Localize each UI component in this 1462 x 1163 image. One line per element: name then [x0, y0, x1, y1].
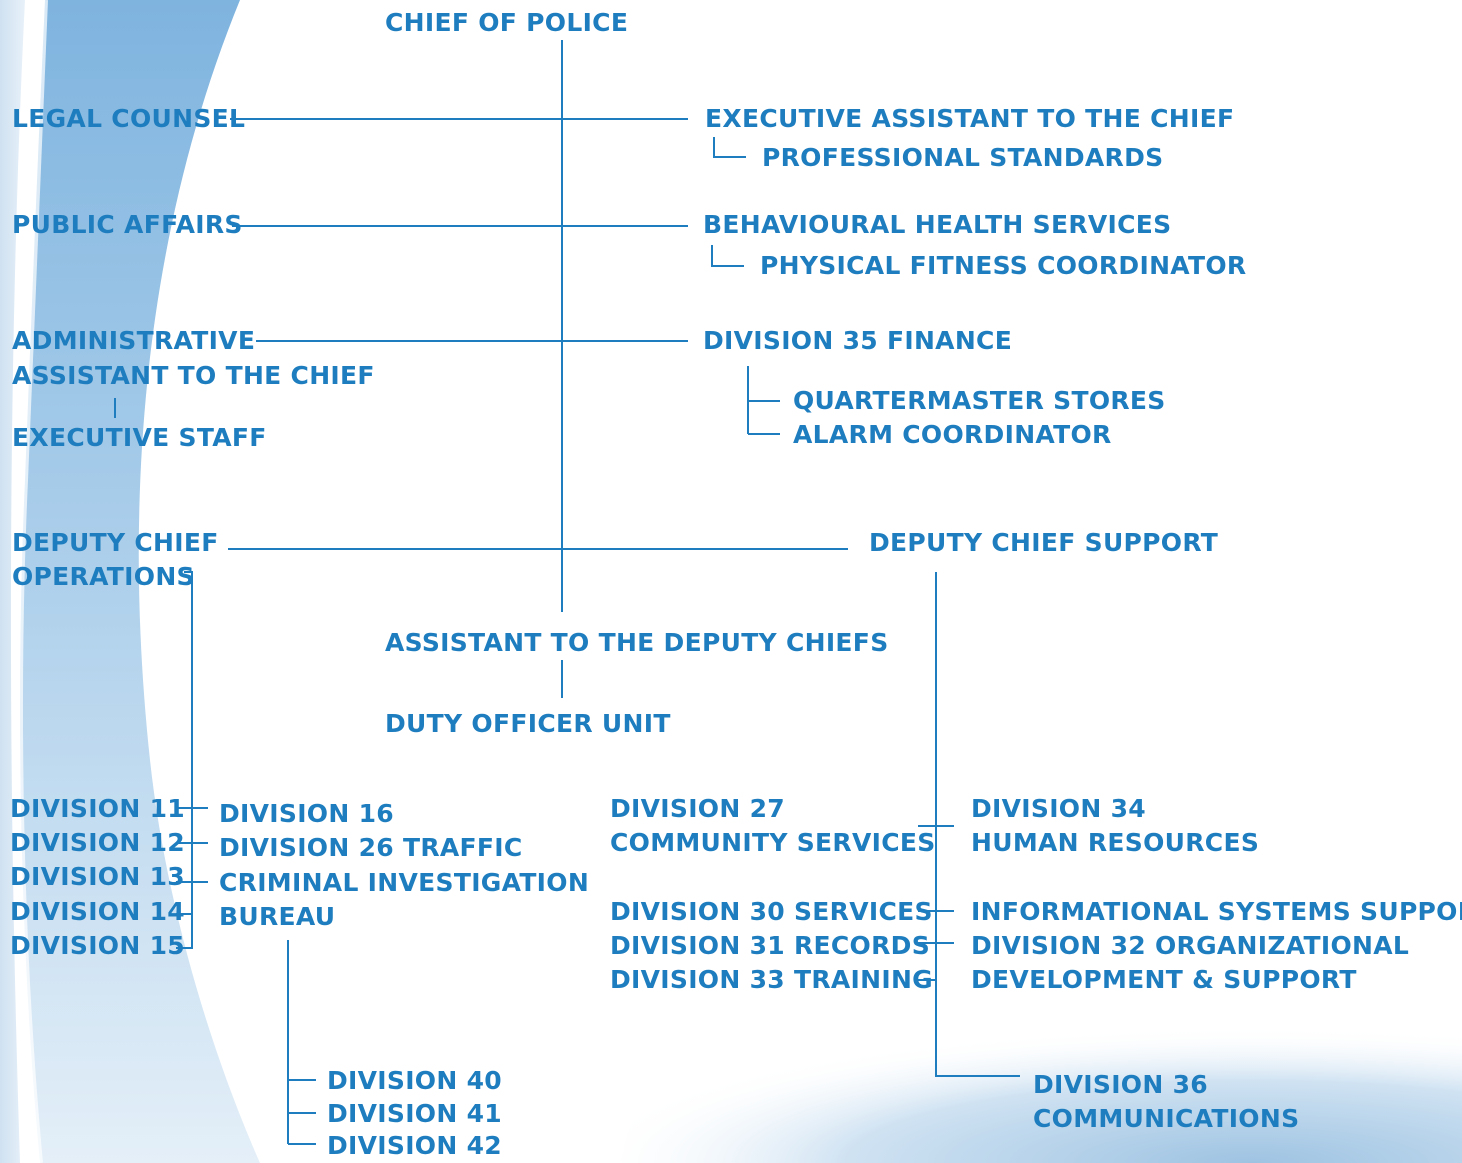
chief-of-police: CHIEF OF POLICE: [385, 8, 629, 37]
swoosh-shape: [20, 0, 260, 1163]
division-32-line1: DIVISION 32 ORGANIZATIONAL: [971, 931, 1410, 960]
division-14: DIVISION 14: [10, 897, 185, 926]
exec-prof-connector: [713, 137, 746, 158]
division-16: DIVISION 16: [219, 799, 394, 828]
physical-fitness-coordinator: PHYSICAL FITNESS COORDINATOR: [760, 251, 1247, 280]
deputy-chief-support: DEPUTY CHIEF SUPPORT: [869, 528, 1219, 557]
division-32-line2: DEVELOPMENT & SUPPORT: [971, 965, 1357, 994]
deputy-chief-operations-line2: OPERATIONS: [12, 562, 195, 591]
division-41: DIVISION 41: [327, 1099, 502, 1128]
alarm-coordinator: ALARM COORDINATOR: [793, 420, 1112, 449]
division-30-services: DIVISION 30 SERVICES: [610, 897, 933, 926]
division-13: DIVISION 13: [10, 862, 185, 891]
administrative-assistant-line1: ADMINISTRATIVE: [12, 326, 256, 355]
division-12: DIVISION 12: [10, 828, 185, 857]
public-affairs: PUBLIC AFFAIRS: [12, 210, 243, 239]
division-35-finance: DIVISION 35 FINANCE: [703, 326, 1013, 355]
support-trunk: [935, 572, 1020, 1077]
division-26-traffic: DIVISION 26 TRAFFIC: [219, 833, 523, 862]
division-27-line1: DIVISION 27: [610, 794, 785, 823]
left-strip: [0, 0, 25, 1163]
ops-trunk: [176, 571, 193, 949]
assistant-to-deputy-chiefs: ASSISTANT TO THE DEPUTY CHIEFS: [385, 628, 889, 657]
behavioural-fitness-connector: [711, 245, 744, 267]
swoosh-edge: [17, 0, 48, 1163]
criminal-investigation-line1: CRIMINAL INVESTIGATION: [219, 868, 590, 897]
professional-standards: PROFESSIONAL STANDARDS: [762, 143, 1164, 172]
division-34-line1: DIVISION 34: [971, 794, 1146, 823]
duty-officer-unit: DUTY OFFICER UNIT: [385, 709, 671, 738]
executive-assistant-to-chief: EXECUTIVE ASSISTANT TO THE CHIEF: [705, 104, 1235, 133]
division-11: DIVISION 11: [10, 794, 185, 823]
city-backdrop: [620, 992, 1462, 1163]
behavioural-health-services: BEHAVIOURAL HEALTH SERVICES: [703, 210, 1172, 239]
deputy-chief-operations-line1: DEPUTY CHIEF: [12, 528, 219, 557]
division-40: DIVISION 40: [327, 1066, 502, 1095]
division-34-line2: HUMAN RESOURCES: [971, 828, 1260, 857]
division-31-records: DIVISION 31 RECORDS: [610, 931, 931, 960]
legal-counsel: LEGAL COUNSEL: [12, 104, 246, 133]
executive-staff: EXECUTIVE STAFF: [12, 423, 267, 452]
division-36-line2: COMMUNICATIONS: [1033, 1104, 1300, 1133]
informational-systems-support: INFORMATIONAL SYSTEMS SUPPORT: [971, 897, 1462, 926]
division-33-training: DIVISION 33 TRAINING: [610, 965, 934, 994]
administrative-assistant-line2: ASSISTANT TO THE CHIEF: [12, 361, 375, 390]
quartermaster-stores: QUARTERMASTER STORES: [793, 386, 1166, 415]
division-42: DIVISION 42: [327, 1131, 502, 1160]
division-36-line1: DIVISION 36: [1033, 1070, 1208, 1099]
division-27-line2: COMMUNITY SERVICES: [610, 828, 936, 857]
criminal-investigation-line2: BUREAU: [219, 902, 336, 931]
division-15: DIVISION 15: [10, 931, 185, 960]
